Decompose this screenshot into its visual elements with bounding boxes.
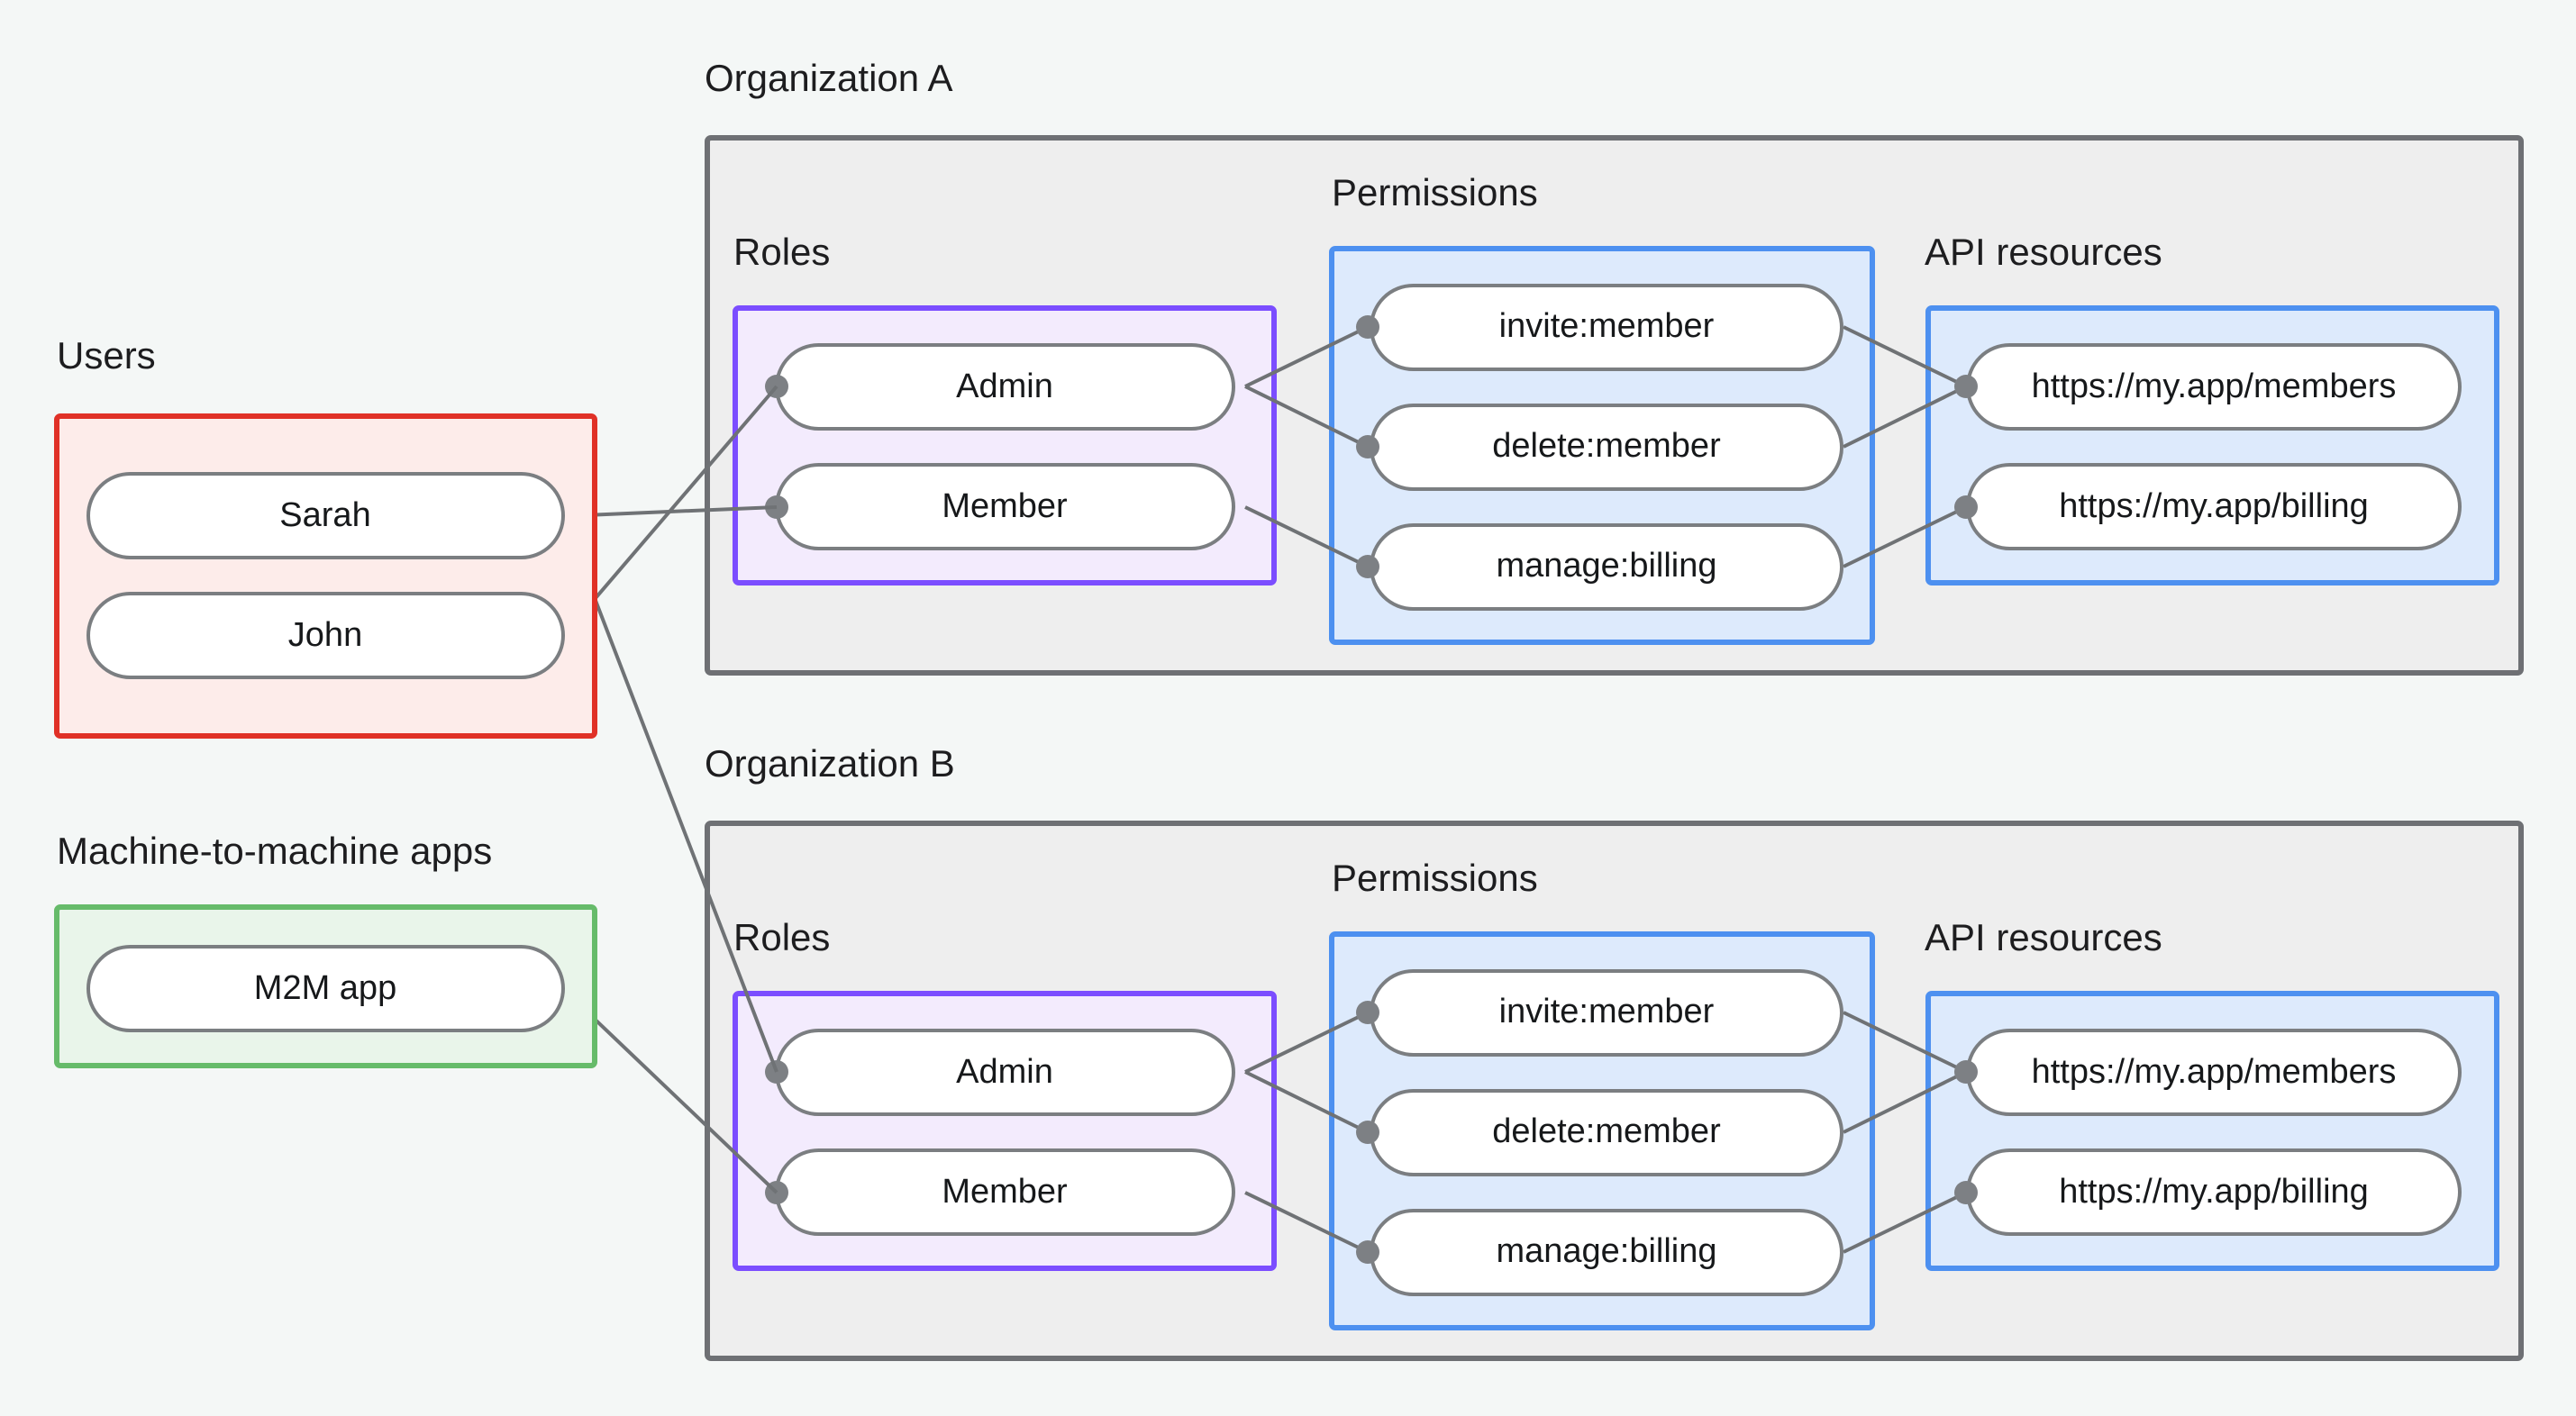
org-b-permissions-label: Permissions bbox=[1332, 857, 1538, 899]
org-b-role-admin[interactable]: Admin bbox=[775, 1029, 1235, 1116]
org-b-permission-delete[interactable]: delete:member bbox=[1370, 1089, 1843, 1176]
user-john[interactable]: John bbox=[86, 592, 565, 679]
organization-a-title: Organization A bbox=[705, 57, 953, 99]
org-a-permission-delete-label: delete:member bbox=[1492, 427, 1721, 465]
org-a-permission-invite-label: invite:member bbox=[1499, 307, 1715, 345]
dot-org-b-res-billing-in bbox=[1954, 1181, 1978, 1204]
dot-org-a-res-billing-in bbox=[1954, 495, 1978, 519]
org-a-edges bbox=[1244, 325, 1967, 568]
dot-org-a-res-members-in bbox=[1954, 375, 1978, 398]
org-b-permission-invite[interactable]: invite:member bbox=[1370, 969, 1843, 1057]
dot-org-a-invite-in bbox=[1356, 315, 1379, 339]
users-box bbox=[54, 413, 597, 739]
org-b-roles-label: Roles bbox=[733, 916, 830, 958]
org-b-permission-billing[interactable]: manage:billing bbox=[1370, 1209, 1843, 1296]
org-b-permission-invite-label: invite:member bbox=[1499, 993, 1715, 1030]
dot-org-b-billing-in bbox=[1356, 1240, 1379, 1264]
org-a-api-members[interactable]: https://my.app/members bbox=[1966, 343, 2462, 431]
org-b-permission-delete-label: delete:member bbox=[1492, 1112, 1721, 1150]
org-a-roles-label: Roles bbox=[733, 231, 830, 273]
org-a-permission-delete[interactable]: delete:member bbox=[1370, 404, 1843, 491]
users-group-label: Users bbox=[57, 334, 156, 377]
m2m-app-label: M2M app bbox=[254, 969, 396, 1007]
org-b-api-members[interactable]: https://my.app/members bbox=[1966, 1029, 2462, 1116]
org-b-role-member[interactable]: Member bbox=[775, 1148, 1235, 1236]
org-b-api-billing[interactable]: https://my.app/billing bbox=[1966, 1148, 2462, 1236]
cross-edges bbox=[561, 385, 778, 1194]
org-a-role-member-label: Member bbox=[942, 487, 1068, 525]
user-john-label: John bbox=[288, 616, 362, 654]
m2m-app-node[interactable]: M2M app bbox=[86, 945, 565, 1032]
org-a-role-member[interactable]: Member bbox=[775, 463, 1235, 550]
org-b-role-member-label: Member bbox=[942, 1173, 1068, 1211]
org-a-role-admin[interactable]: Admin bbox=[775, 343, 1235, 431]
org-b-permission-billing-label: manage:billing bbox=[1496, 1232, 1716, 1270]
org-a-permission-billing[interactable]: manage:billing bbox=[1370, 523, 1843, 611]
org-a-role-admin-label: Admin bbox=[956, 368, 1053, 405]
organization-b-title: Organization B bbox=[705, 742, 955, 785]
user-sarah[interactable]: Sarah bbox=[86, 472, 565, 559]
org-a-api-billing[interactable]: https://my.app/billing bbox=[1966, 463, 2462, 550]
org-a-permission-invite[interactable]: invite:member bbox=[1370, 284, 1843, 371]
org-b-api-billing-label: https://my.app/billing bbox=[2059, 1173, 2369, 1211]
dot-org-b-res-members-in bbox=[1954, 1060, 1978, 1084]
org-a-api-members-label: https://my.app/members bbox=[2032, 368, 2397, 405]
dot-org-b-invite-in bbox=[1356, 1001, 1379, 1024]
dot-org-a-delete-in bbox=[1356, 435, 1379, 458]
org-b-api-label: API resources bbox=[1925, 916, 2162, 958]
org-b-edges bbox=[1244, 1011, 1967, 1254]
org-a-permission-billing-label: manage:billing bbox=[1496, 547, 1716, 585]
org-b-role-admin-label: Admin bbox=[956, 1053, 1053, 1091]
user-sarah-label: Sarah bbox=[279, 496, 370, 534]
dot-org-b-delete-in bbox=[1356, 1121, 1379, 1144]
org-b-api-members-label: https://my.app/members bbox=[2032, 1053, 2397, 1091]
org-a-permissions-label: Permissions bbox=[1332, 171, 1538, 213]
org-a-api-billing-label: https://my.app/billing bbox=[2059, 487, 2369, 525]
m2m-group-label: Machine-to-machine apps bbox=[57, 830, 492, 872]
dot-org-a-billing-in bbox=[1356, 555, 1379, 578]
org-a-api-label: API resources bbox=[1925, 231, 2162, 273]
